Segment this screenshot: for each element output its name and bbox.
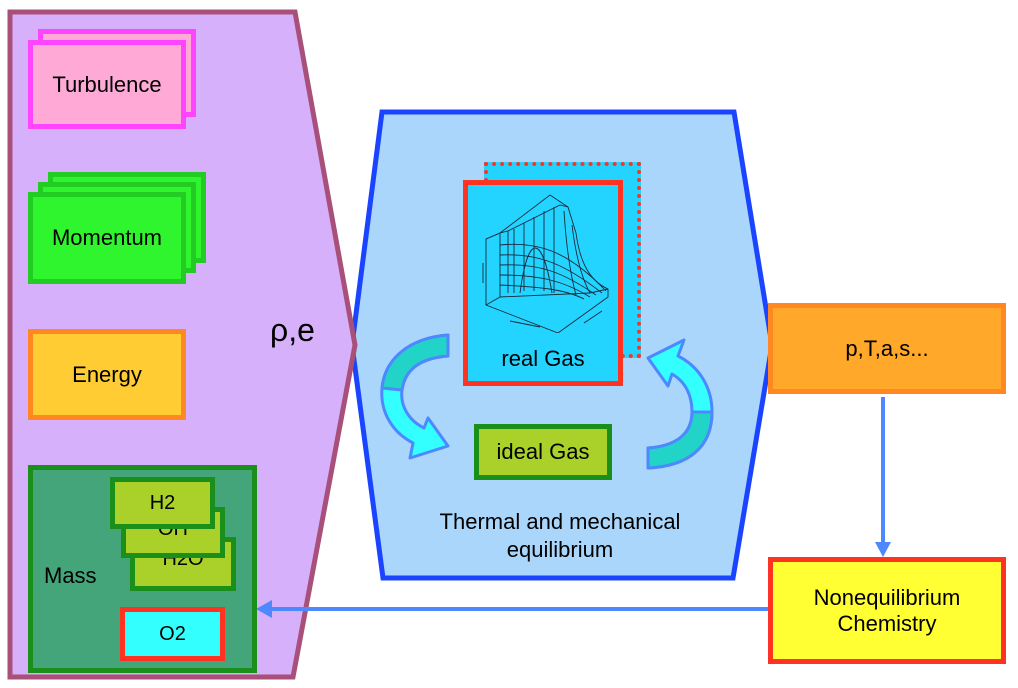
real-gas-box[interactable]: real Gas xyxy=(463,180,623,386)
3d-surface-plot-icon xyxy=(482,194,609,333)
real-gas-label: real Gas xyxy=(501,345,585,371)
chemistry-label-line-2: Chemistry xyxy=(837,610,937,636)
caption-line-1: Thermal and mechanical xyxy=(439,509,681,534)
mass-label: Mass xyxy=(44,563,97,588)
properties-label: p,T,a,s... xyxy=(845,335,929,361)
species-label: H2 xyxy=(149,491,176,514)
equilibrium-caption: Thermal and mechanical equilibrium xyxy=(390,508,730,564)
species-label: O2 xyxy=(159,622,186,645)
density-energy-label: ρ,e xyxy=(270,312,315,348)
ideal-gas-label: ideal Gas xyxy=(496,439,590,465)
nonequilibrium-chemistry-box[interactable]: Nonequilibrium Chemistry xyxy=(768,557,1006,664)
energy-label: Energy xyxy=(72,361,142,387)
species-box-h2[interactable]: H2 xyxy=(110,477,215,529)
caption-line-2: equilibrium xyxy=(506,537,614,562)
ideal-gas-box[interactable]: ideal Gas xyxy=(474,424,612,480)
arrow-properties-to-chemistry xyxy=(875,397,891,557)
energy-box[interactable]: Energy xyxy=(28,329,186,420)
momentum-label: Momentum xyxy=(51,225,163,251)
chemistry-label-line-1: Nonequilibrium xyxy=(813,585,961,611)
arrow-chemistry-to-mass xyxy=(256,600,768,618)
turbulence-label: Turbulence xyxy=(52,71,162,97)
turbulence-box[interactable]: Turbulence xyxy=(28,40,186,129)
cycle-arrow-left xyxy=(380,333,450,460)
momentum-box[interactable]: Momentum xyxy=(28,192,186,284)
properties-box[interactable]: p,T,a,s... xyxy=(768,303,1006,394)
species-box-o2[interactable]: O2 xyxy=(120,607,225,661)
cycle-arrow-right xyxy=(646,338,714,470)
